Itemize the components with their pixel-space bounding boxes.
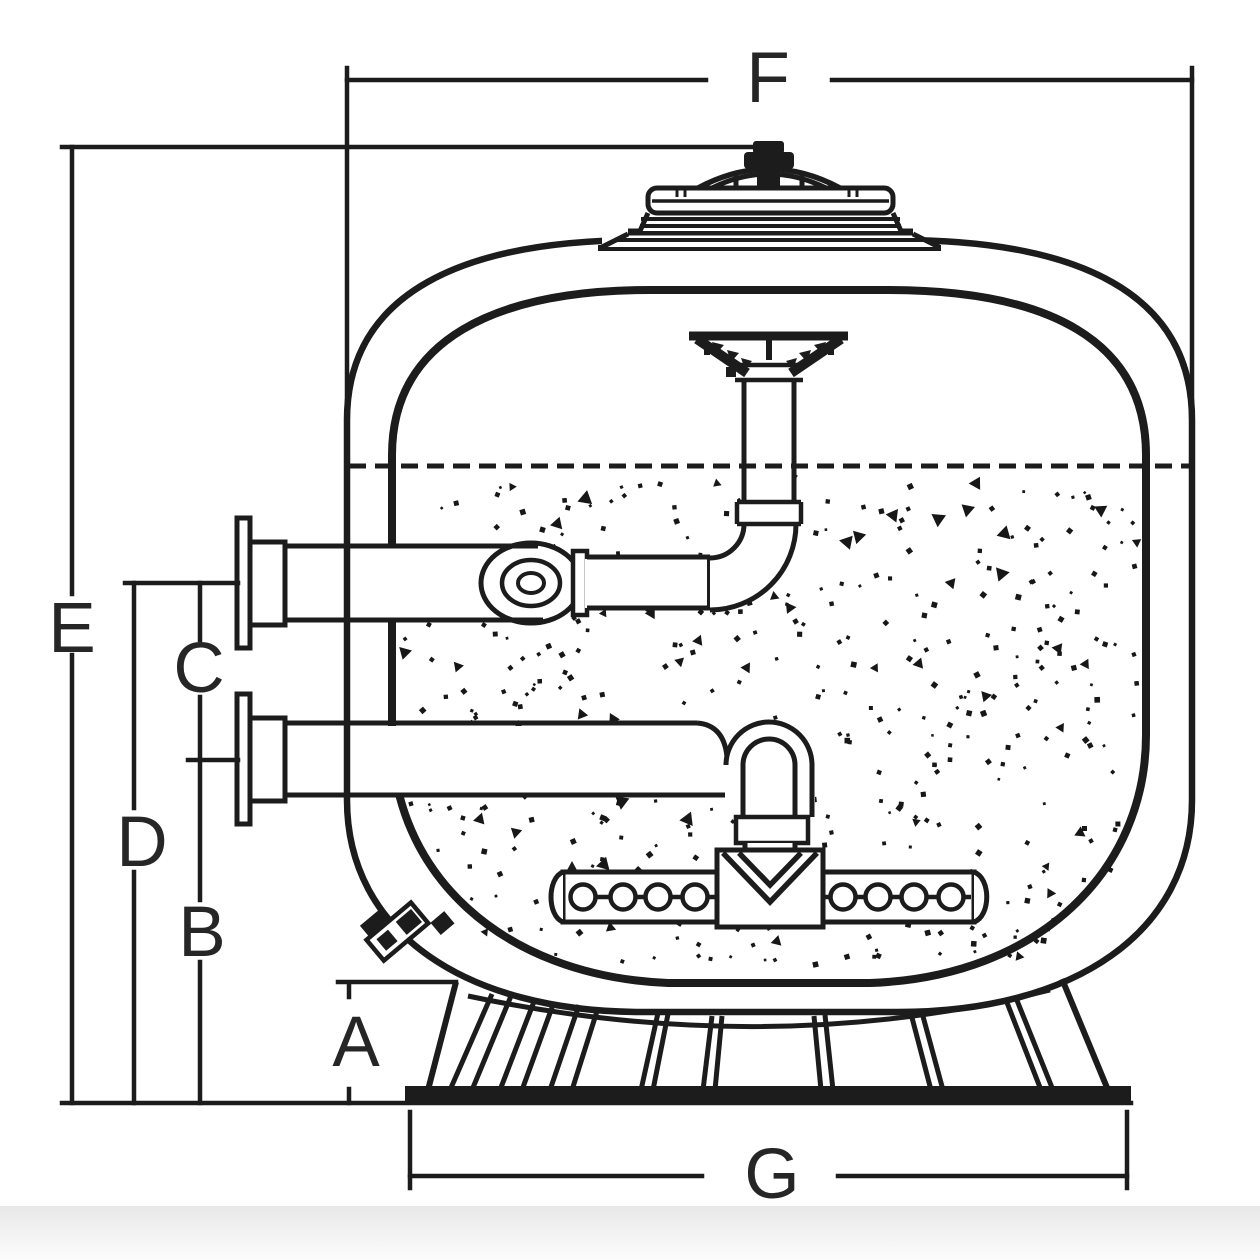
internal-piping: [234, 331, 990, 930]
lid-assembly: [598, 141, 941, 251]
manifold-left-cap: [548, 869, 565, 925]
base-skirt: [425, 977, 1111, 1092]
upper-port-pipe: [285, 540, 712, 626]
dim-label-g: G: [744, 1135, 799, 1214]
lower-port-hub: [247, 715, 288, 804]
footer-fade-strip: [0, 1206, 1260, 1260]
base-flange: [405, 1086, 1131, 1104]
gooseneck-coupling: [733, 814, 811, 846]
dim-label-f: F: [746, 39, 789, 118]
dimension-labels: F E C D B A G: [48, 39, 799, 1214]
lateral-ports: [568, 882, 966, 912]
dimension-lines: [59, 65, 1195, 1191]
upper-pipe-flange: [570, 548, 590, 618]
diffuser-pipe: [734, 376, 804, 527]
dim-label-a: A: [332, 1003, 380, 1082]
drain-fitting: [359, 899, 455, 964]
dim-f-extensions: [344, 65, 1195, 433]
diffuser-serrations: [704, 342, 834, 369]
lateral-manifold: [548, 847, 990, 930]
dim-label-b: B: [178, 893, 225, 972]
dim-label-e: E: [48, 589, 95, 668]
dim-a-line: [335, 979, 459, 1106]
dim-label-c: C: [173, 629, 224, 708]
dim-label-d: D: [116, 803, 167, 882]
diffuser: [689, 331, 848, 383]
lower-port-pipe: [285, 720, 737, 798]
upper-port-hub: [247, 539, 288, 628]
manifold-right-cap: [972, 869, 990, 925]
lid-knob: [744, 141, 794, 190]
gooseneck-bend: [723, 719, 815, 855]
upper-elbow: [709, 523, 799, 613]
lower-port: [234, 691, 288, 827]
tank-inner-wall: [388, 286, 1150, 987]
upper-port: [234, 515, 288, 651]
tee-funnel: [721, 851, 819, 906]
skirt-ribs: [447, 992, 1056, 1092]
tank-outer-wall: [343, 236, 1196, 1016]
